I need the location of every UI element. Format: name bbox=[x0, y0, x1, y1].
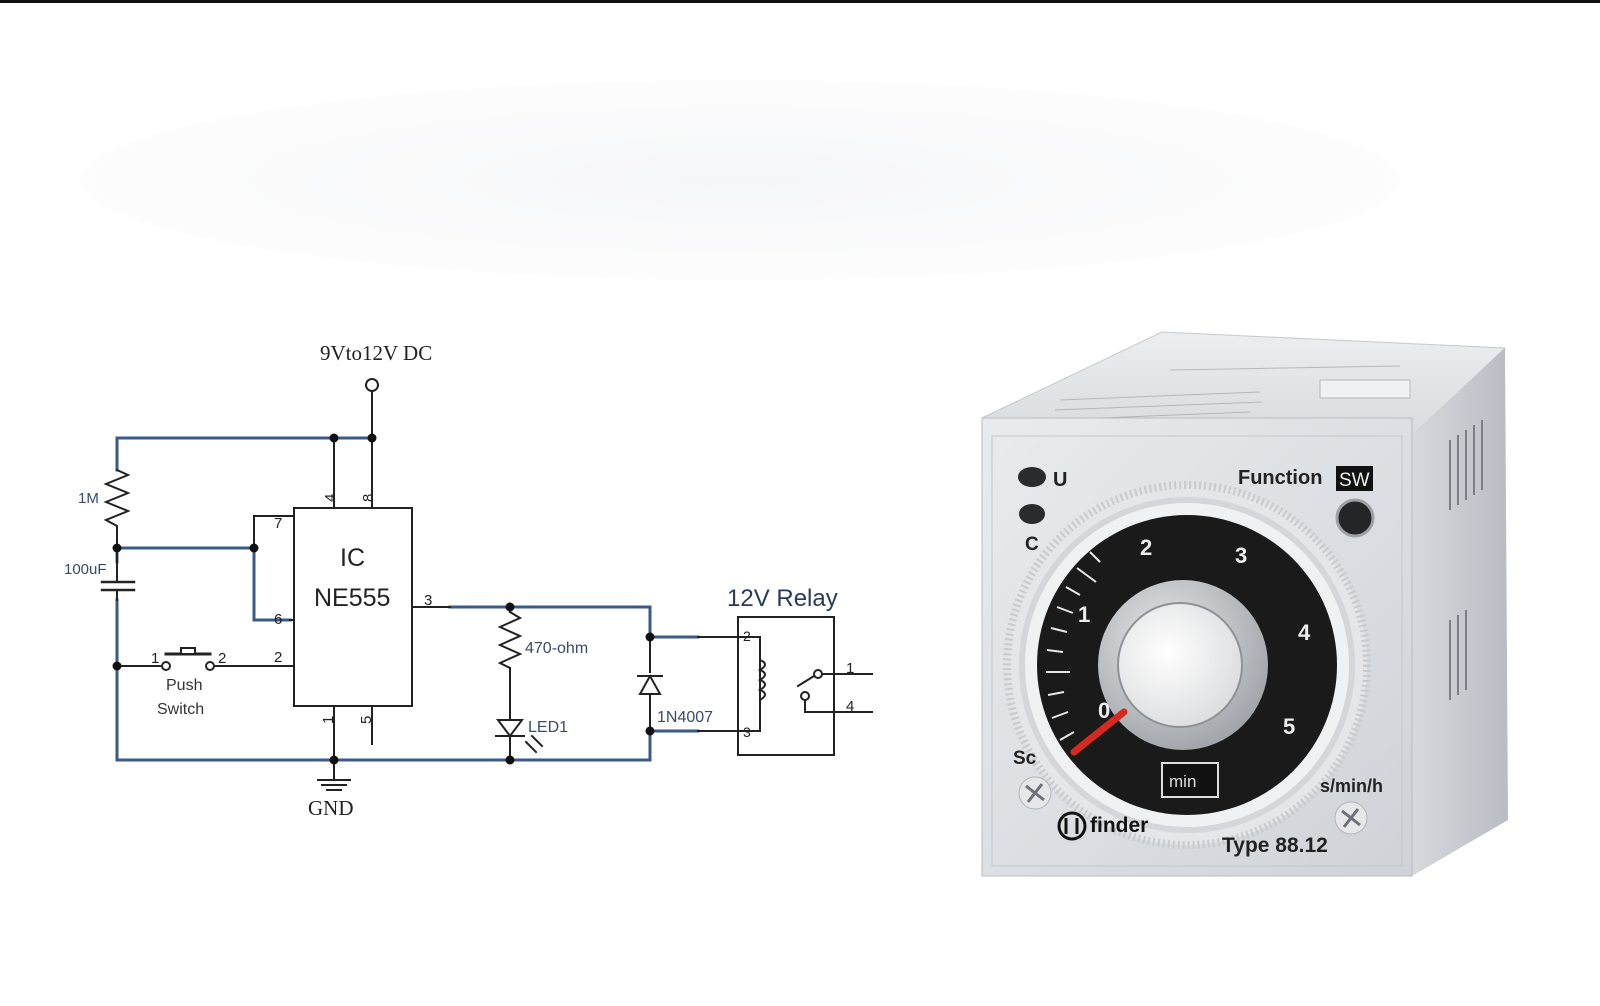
ic-pin-8: 8 bbox=[360, 494, 377, 502]
function-label: Function bbox=[1238, 467, 1322, 489]
led1-label: LED1 bbox=[528, 719, 568, 736]
relay-pin-2: 2 bbox=[743, 628, 751, 644]
led-c-label: C bbox=[1025, 534, 1039, 555]
ground-label: GND bbox=[308, 796, 354, 820]
dial-number-4: 4 bbox=[1298, 620, 1311, 645]
top-border bbox=[0, 0, 1600, 3]
pointer-indicator bbox=[1070, 708, 1128, 756]
led-u-label: U bbox=[1053, 469, 1067, 491]
front-bezel bbox=[991, 435, 1403, 867]
function-switch[interactable] bbox=[1335, 498, 1375, 538]
blurred-background-area bbox=[80, 80, 1400, 280]
function-badge-bg bbox=[1336, 466, 1373, 491]
range-window-label: min bbox=[1169, 772, 1196, 791]
ic-ne555-body bbox=[293, 507, 413, 707]
capacitor-label: 100uF bbox=[64, 561, 107, 578]
scale-label: Sc bbox=[1013, 748, 1037, 769]
relay-pin-4: 4 bbox=[846, 698, 854, 715]
resistor-470-ohm bbox=[497, 610, 523, 670]
dial-ticks bbox=[1046, 551, 1101, 741]
relay-12v-body bbox=[737, 616, 835, 756]
ic-title: IC bbox=[340, 544, 365, 572]
dial-number-1: 1 bbox=[1078, 602, 1090, 627]
ic-pin-2: 2 bbox=[274, 649, 282, 666]
resistor-1m-label: 1M bbox=[78, 490, 99, 507]
relay-title: 12V Relay bbox=[727, 585, 838, 612]
switch-pin-1: 1 bbox=[151, 650, 159, 667]
screw-left-icon bbox=[1018, 776, 1052, 810]
wire-output bbox=[448, 605, 652, 639]
function-badge: SW bbox=[1339, 470, 1370, 491]
range-window bbox=[1161, 762, 1219, 798]
wire-ground-rail bbox=[115, 598, 652, 762]
diode-1n4007 bbox=[637, 673, 663, 695]
ic-pin-1: 1 bbox=[320, 716, 337, 724]
led1 bbox=[495, 719, 544, 754]
resistor-1m bbox=[103, 468, 131, 549]
ground-symbol bbox=[317, 779, 351, 791]
finder-logo-icon bbox=[1057, 811, 1087, 841]
ic-pin-3: 3 bbox=[424, 592, 432, 609]
ic-pin-6: 6 bbox=[274, 611, 282, 628]
ic-pin-5: 5 bbox=[358, 716, 375, 724]
adjust-knob[interactable] bbox=[1117, 602, 1243, 728]
dial-number-5: 5 bbox=[1283, 714, 1295, 739]
type-label: Type 88.12 bbox=[1222, 834, 1328, 857]
supply-terminal bbox=[365, 378, 379, 392]
junction-dots bbox=[112, 433, 655, 765]
switch-label-push: Push bbox=[166, 677, 202, 694]
dial-number-0: 0 bbox=[1098, 698, 1110, 723]
relay-coil bbox=[757, 658, 766, 702]
relay-contact bbox=[796, 669, 823, 701]
capacitor-100uf bbox=[100, 547, 136, 592]
side-vents bbox=[1449, 420, 1483, 700]
dial-number-3: 3 bbox=[1235, 543, 1247, 568]
dial-number-2: 2 bbox=[1140, 535, 1152, 560]
diode-label: 1N4007 bbox=[657, 709, 713, 726]
push-switch bbox=[161, 647, 215, 671]
led-u-indicator bbox=[1018, 467, 1046, 487]
switch-pin-2: 2 bbox=[218, 650, 226, 667]
ic-pin-4: 4 bbox=[322, 494, 339, 502]
wires-black bbox=[116, 391, 873, 779]
unit-label: s/min/h bbox=[1320, 776, 1383, 796]
ic-part-number: NE555 bbox=[314, 584, 390, 612]
relay-pin-3: 3 bbox=[743, 724, 751, 740]
housing-side bbox=[1412, 348, 1508, 876]
ic-pin-7: 7 bbox=[274, 515, 282, 532]
brand-label: finder bbox=[1090, 814, 1148, 837]
screw-right-icon bbox=[1334, 801, 1368, 835]
resistor-470-label: 470-ohm bbox=[525, 640, 588, 657]
relay-pin-1: 1 bbox=[846, 660, 854, 677]
switch-label-switch: Switch bbox=[157, 701, 204, 718]
led-c-indicator bbox=[1019, 504, 1045, 524]
supply-label: 9Vto12V DC bbox=[320, 341, 432, 365]
wire-threshold bbox=[115, 546, 292, 622]
